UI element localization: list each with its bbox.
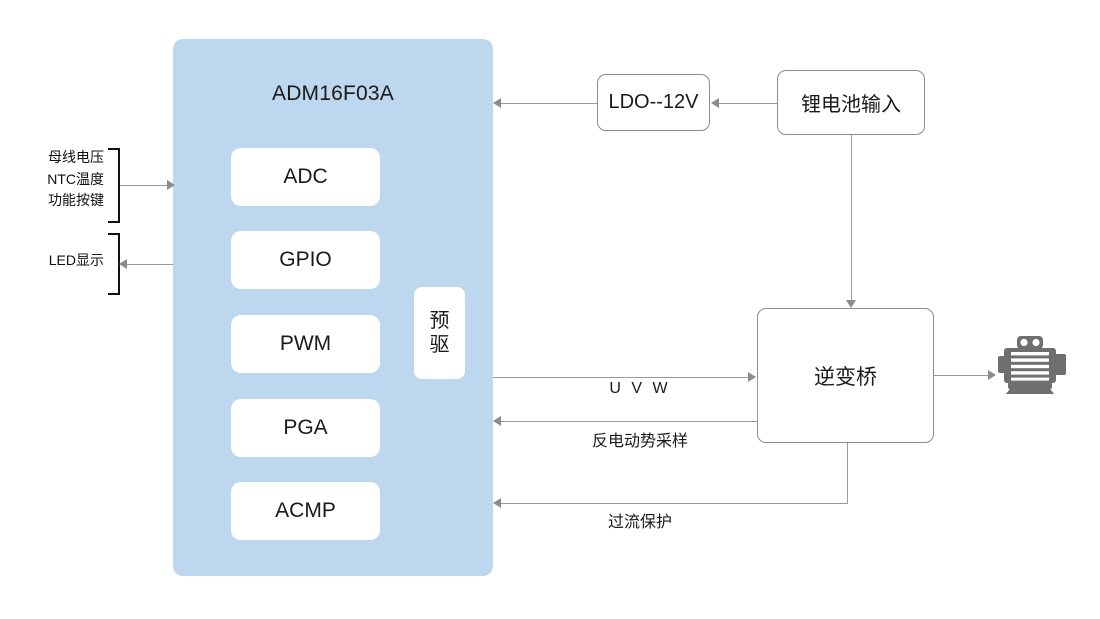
line-inverter-to-motor	[934, 375, 991, 376]
line-mcu-to-led	[126, 264, 173, 265]
sensor-bracket	[108, 148, 120, 223]
led-output-labels: LED显示	[14, 250, 104, 272]
arrowhead-ldo-to-mcu	[493, 98, 501, 108]
battery-box[interactable]: 锂电池输入	[777, 70, 925, 135]
sensor-input-labels: 母线电压 NTC温度 功能按键	[14, 147, 104, 212]
mcu-block-adc[interactable]: ADC	[231, 148, 380, 206]
mcu-block-pwm[interactable]: PWM	[231, 315, 380, 373]
motor-icon	[998, 334, 1074, 396]
arrowhead-battery-to-inverter	[846, 300, 856, 308]
arrowhead-uvw	[748, 372, 756, 382]
label-uvw: U V W	[609, 380, 671, 397]
mcu-block-pga[interactable]: PGA	[231, 399, 380, 457]
label-led-display: LED显示	[48, 252, 104, 268]
arrowhead-inverter-to-motor	[988, 370, 996, 380]
label-function-key: 功能按键	[48, 192, 104, 209]
label-over-current: 过流保护	[607, 514, 672, 531]
arrowhead-battery-to-ldo	[711, 98, 719, 108]
arrowhead-ocp	[493, 498, 501, 508]
line-bemf	[500, 421, 758, 422]
predriver-line2: 驱	[429, 334, 450, 356]
line-ocp	[500, 503, 848, 504]
mcu-block-gpio[interactable]: GPIO	[231, 231, 380, 289]
label-ntc-temperature: NTC温度	[47, 170, 104, 187]
mcu-block-acmp[interactable]: ACMP	[231, 482, 380, 540]
line-battery-to-inverter	[851, 135, 852, 301]
line-bemf-riser	[757, 377, 758, 421]
inverter-box[interactable]: 逆变桥	[757, 308, 934, 443]
line-battery-to-ldo	[718, 103, 777, 104]
predriver-block[interactable]: 预 驱	[414, 287, 465, 379]
line-ocp-drop	[847, 443, 848, 504]
label-back-emf: 反电动势采样	[591, 433, 688, 450]
line-uvw	[493, 377, 750, 378]
mcu-title: ADM16F03A	[271, 82, 395, 105]
ldo-box[interactable]: LDO--12V	[597, 74, 710, 131]
arrowhead-mcu-to-led	[119, 259, 127, 269]
label-bus-voltage: 母线电压	[48, 149, 104, 165]
arrowhead-bemf	[493, 416, 501, 426]
line-sensors-to-mcu	[120, 185, 168, 186]
arrowhead-sensors-to-mcu	[167, 180, 175, 190]
predriver-line1: 预	[429, 309, 450, 332]
line-ldo-to-mcu	[500, 103, 597, 104]
